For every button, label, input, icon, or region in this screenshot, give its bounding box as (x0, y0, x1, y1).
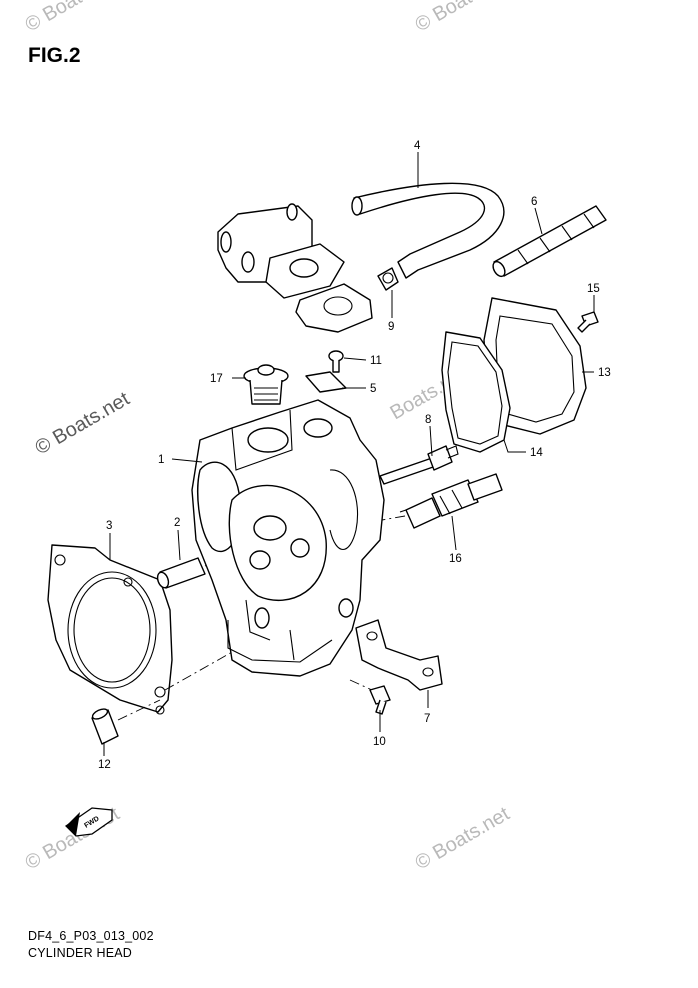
watermark-center-left: © Boats.net (32, 388, 134, 460)
leader-2 (177, 529, 181, 561)
callout-17: 17 (210, 373, 223, 385)
callout-13: 13 (598, 367, 611, 379)
fwd-arrow-icon: FWD (64, 807, 113, 837)
callout-11: 11 (370, 355, 382, 367)
leader-6 (534, 207, 543, 235)
thermostat (243, 364, 289, 405)
mounting-bracket (355, 619, 443, 691)
cover-bolt (577, 311, 599, 333)
assembly-line-sleeve (117, 699, 161, 721)
figure-caption: CYLINDER HEAD (28, 946, 133, 960)
callout-4: 4 (414, 140, 421, 152)
cover-plate (305, 371, 347, 393)
callout-9: 9 (388, 321, 394, 333)
stud-bolt (379, 445, 459, 485)
thermostat-housing (217, 203, 345, 299)
figure-title: FIG.2 (28, 44, 81, 67)
callout-1: 1 (158, 454, 164, 466)
water-hose (351, 182, 505, 279)
callout-14: 14 (530, 447, 543, 459)
hose-sleeve (492, 205, 607, 278)
callout-12: 12 (98, 759, 111, 771)
callout-2: 2 (174, 517, 180, 529)
dowel-sleeve (91, 708, 119, 745)
figure-code: DF4_6_P03_013_002 (28, 929, 154, 943)
leader-11 (343, 357, 367, 361)
hose-clip (377, 267, 399, 291)
leader-1 (171, 458, 203, 463)
leader-14 (503, 439, 526, 453)
screw-small (328, 350, 344, 373)
callout-16: 16 (449, 553, 462, 565)
callout-6: 6 (531, 196, 537, 208)
leader-16 (451, 515, 457, 551)
spark-plug (399, 473, 503, 529)
head-gasket (47, 544, 173, 715)
watermark-bottom-right: © Boats.net (412, 803, 514, 875)
callout-10: 10 (373, 736, 386, 748)
housing-gasket (295, 283, 373, 333)
assembly-line-bolt (349, 679, 373, 691)
callout-7: 7 (424, 713, 430, 725)
assembly-line-spark-plug (381, 515, 406, 521)
watermark-top-right: © Boats.net (412, 0, 514, 36)
callout-15: 15 (587, 283, 600, 295)
bracket-bolt (369, 685, 391, 715)
callout-3: 3 (106, 520, 112, 532)
cylinder-head (191, 399, 385, 677)
callout-5: 5 (370, 383, 376, 395)
watermark-top-left: © Boats.net (22, 0, 124, 36)
dowel-pin (156, 557, 206, 589)
cover-gasket (441, 331, 511, 453)
leader-8 (429, 425, 433, 457)
callout-8: 8 (425, 414, 431, 426)
